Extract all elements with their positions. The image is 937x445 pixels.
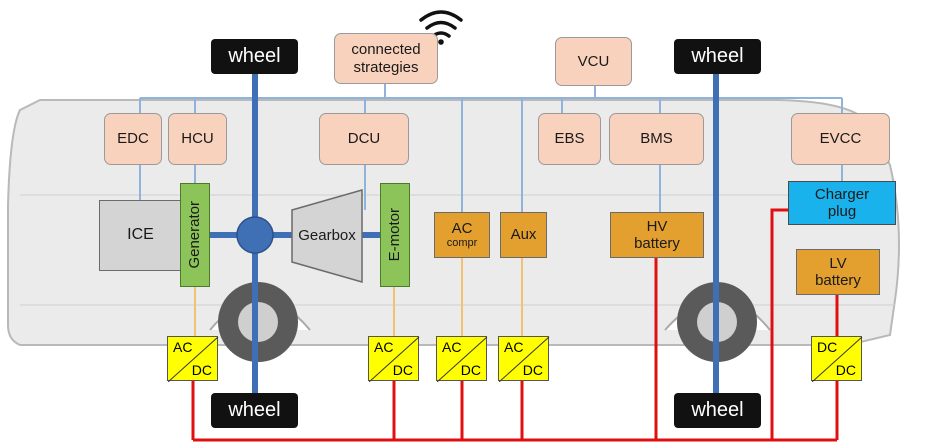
dcu-box: DCU [319,113,409,165]
converter-diagonal [168,337,219,382]
ebs-label: EBS [554,130,585,148]
converter-top-label: AC [442,339,462,355]
axle-coupling [236,216,274,254]
gearbox-label: Gearbox [298,227,356,245]
bms-box: BMS [609,113,704,165]
wheel-bottom-right: wheel [674,393,761,428]
converter-bottom-label: DC [191,362,212,378]
generator-box: Generator [180,183,210,287]
converter-bottom-label: DC [392,362,413,378]
ice-box: ICE [99,200,182,271]
hv-battery-label: HV battery [634,217,680,252]
ebs-box: EBS [538,113,601,165]
aux-label: Aux [510,226,537,244]
charger-plug-label: Charger plug [814,185,870,220]
connected-strategies-label: connected strategies [351,41,421,76]
evcc-label: EVCC [819,130,862,148]
ac-compressor-sublabel: compr [446,237,478,250]
wheel-label: wheel [691,45,744,67]
dcu-label: DCU [347,130,381,148]
wheel-bottom-left: wheel [211,393,298,428]
wheel-top-left: wheel [211,39,298,74]
wheel-label: wheel [228,45,281,67]
hv-links [191,208,839,442]
generator-label: Generator [186,201,204,269]
converter-top-label: AC [173,339,193,355]
ac-compressor-label: AC [451,220,473,238]
emotor-box: E-motor [380,183,410,287]
emotor-label: E-motor [386,208,404,262]
ice-label: ICE [127,226,154,244]
converter-diagonal [812,337,863,382]
converter-lv-battery: DC DC [811,336,863,382]
hcu-box: HCU [168,113,227,165]
converter-bottom-label: DC [460,362,481,378]
charger-plug-box: Charger plug [788,181,896,225]
vcu-box: VCU [555,37,632,86]
edc-label: EDC [117,130,149,148]
hv-battery-box: HV battery [610,212,704,258]
gearbox-shape [291,189,363,283]
converter-top-label: DC [817,339,838,355]
converter-bottom-label: DC [522,362,543,378]
converter-ac-compressor: AC DC [436,336,488,382]
converter-diagonal [369,337,420,382]
converter-aux: AC DC [498,336,550,382]
lv-battery-label: LV battery [815,254,861,289]
converter-bottom-label: DC [835,362,856,378]
gearbox-label-box: Gearbox [292,210,362,262]
ac-compressor-box: AC compr [434,212,490,258]
converter-diagonal [437,337,488,382]
converter-emotor: AC DC [368,336,420,382]
converter-diagonal [499,337,550,382]
hcu-label: HCU [181,130,214,148]
vcu-label: VCU [577,52,610,70]
bms-label: BMS [640,130,673,148]
converter-generator: AC DC [167,336,219,382]
connected-strategies-box: connected strategies [334,33,438,84]
wheel-label: wheel [228,399,281,421]
evcc-box: EVCC [791,113,890,165]
converter-top-label: AC [374,339,394,355]
wheel-label: wheel [691,399,744,421]
edc-box: EDC [104,113,162,165]
lv-links [194,258,523,336]
lv-battery-box: LV battery [796,249,880,295]
aux-box: Aux [500,212,547,258]
converter-top-label: AC [504,339,524,355]
wheel-top-right: wheel [674,39,761,74]
